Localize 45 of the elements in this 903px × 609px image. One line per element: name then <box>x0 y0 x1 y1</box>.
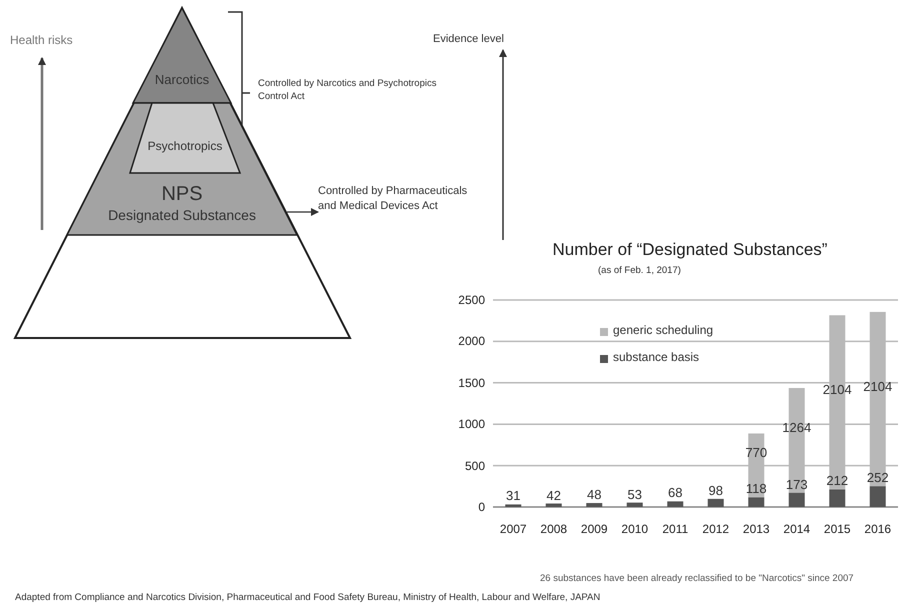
note-text: Controlled by Pharmaceuticals and Medical Devices Act <box>318 184 468 214</box>
data-label: 98 <box>708 482 724 498</box>
data-label: 118 <box>744 481 768 496</box>
axis-tick-label: 2012 <box>701 522 730 536</box>
data-label: 2104 <box>822 382 853 398</box>
axis-tick-label: 2010 <box>620 522 650 536</box>
chart-subtitle: (as of Feb. 1, 2017) <box>598 265 681 276</box>
data-label: 212 <box>825 473 850 488</box>
axis-caption: Health risks <box>10 33 73 47</box>
axis-tick-label: 0 <box>477 500 485 514</box>
data-label: 42 <box>546 488 562 503</box>
axis-tick-label: 2016 <box>863 522 892 536</box>
tier-label: Narcotics <box>154 72 210 87</box>
axis-tick-label: 1500 <box>457 376 485 390</box>
axis-tick-label: 500 <box>464 458 485 473</box>
data-label: 770 <box>744 445 768 460</box>
data-label: 48 <box>586 487 602 502</box>
legend-label: generic scheduling <box>613 323 714 337</box>
data-label: 173 <box>784 476 809 492</box>
arrow <box>287 208 319 216</box>
data-label: 31 <box>505 488 522 504</box>
axis-tick-label: 2007 <box>498 522 528 536</box>
chart-title: Number of “Designated Substances” <box>552 240 828 260</box>
axis-caption: Evidence level <box>433 33 504 45</box>
legend-label: substance basis <box>613 350 700 364</box>
caption: Adapted from Compliance and Narcotics Division, Pharmaceutical and Food Safety Bureau, Ministry of Health, Labour and Welfare, JAPAN <box>15 592 600 603</box>
axis-tick-label: 2015 <box>822 522 852 536</box>
axis-tick-label: 2008 <box>539 522 568 536</box>
tier-label: Psychotropics <box>146 139 224 153</box>
note-text: Controlled by Narcotics and Psychotropics Control Act <box>258 78 438 104</box>
data-label: 2104 <box>862 379 894 394</box>
axis-tick-label: 2009 <box>580 522 609 536</box>
data-label: 68 <box>667 485 684 500</box>
axis-tick-label: 1000 <box>457 417 485 432</box>
axis-tick-label: 2000 <box>457 334 485 348</box>
axis-tick-label: 2013 <box>742 522 771 536</box>
axis-tick-label: 2014 <box>782 522 812 536</box>
axis-tick-label: 2011 <box>661 522 690 536</box>
data-label: 53 <box>626 486 643 502</box>
tier-label: NPS <box>160 183 204 206</box>
tier-label: Designated Substances <box>107 207 257 223</box>
data-label: 252 <box>866 470 890 486</box>
footnote: 26 substances have been already reclassified to be "Narcotics" since 2007 <box>540 573 854 584</box>
data-label: 1264 <box>781 420 812 436</box>
axis-tick-label: 2500 <box>457 293 485 307</box>
